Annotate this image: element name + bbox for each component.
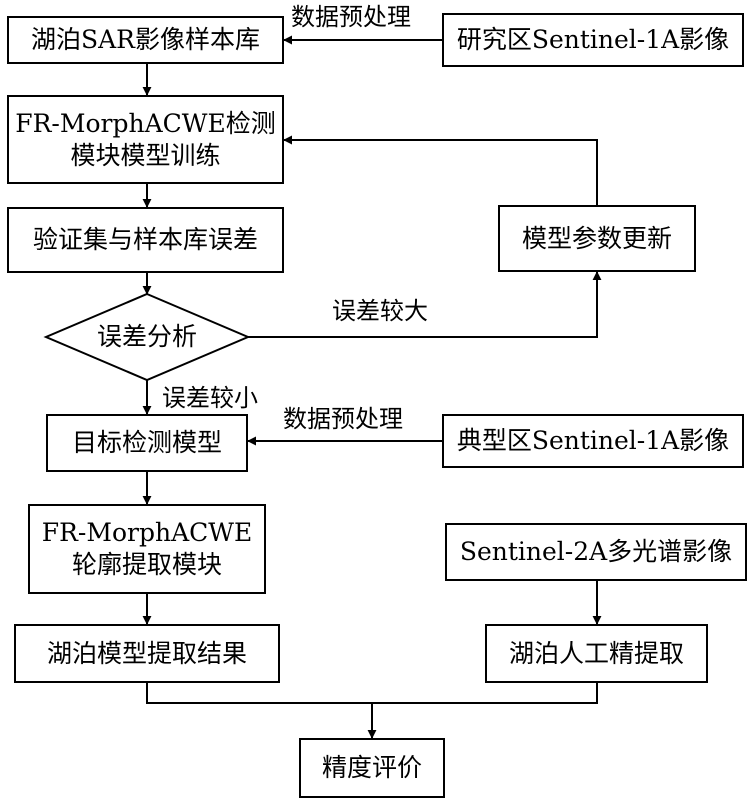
training-label-line1: FR-MorphACWE检测 xyxy=(15,108,276,138)
study-area-image-label: 研究区Sentinel-1A影像 xyxy=(456,25,730,54)
arrow-analysis-to-update xyxy=(248,271,602,338)
s2-image-box: Sentinel-2A多光谱影像 xyxy=(445,523,747,581)
param-update-label: 模型参数更新 xyxy=(521,223,672,253)
training-label-line2: 模块模型训练 xyxy=(70,140,221,170)
edge-label-preprocess-mid: 数据预处理 xyxy=(283,405,403,433)
accuracy-box: 精度评价 xyxy=(299,738,445,798)
line-manual-to-merge xyxy=(372,683,598,704)
contour-module-box: FR-MorphACWE 轮廓提取模块 xyxy=(28,504,266,594)
manual-extraction-label: 湖泊人工精提取 xyxy=(508,638,684,668)
s2-image-label: Sentinel-2A多光谱影像 xyxy=(459,537,733,566)
model-result-box: 湖泊模型提取结果 xyxy=(14,624,280,683)
sample-library-label: 湖泊SAR影像样本库 xyxy=(30,25,260,54)
study-area-image-box: 研究区Sentinel-1A影像 xyxy=(442,13,744,67)
edge-label-error-small: 误差较小 xyxy=(162,384,258,412)
accuracy-label: 精度评价 xyxy=(321,753,422,782)
line-result-to-merge xyxy=(146,683,372,704)
edge-label-error-large: 误差较大 xyxy=(332,297,428,325)
param-update-box: 模型参数更新 xyxy=(498,205,696,272)
target-model-label: 目标检测模型 xyxy=(71,428,222,457)
model-result-label: 湖泊模型提取结果 xyxy=(46,638,247,668)
contour-module-label-line2: 轮廓提取模块 xyxy=(71,550,222,579)
typical-area-image-label: 典型区Sentinel-1A影像 xyxy=(456,426,730,455)
error-analysis-label: 误差分析 xyxy=(96,322,197,351)
edge-label-preprocess-top: 数据预处理 xyxy=(291,3,411,31)
contour-module-label-line1: FR-MorphACWE xyxy=(41,518,253,547)
sample-library-box: 湖泊SAR影像样本库 xyxy=(7,16,284,64)
error-analysis-diamond xyxy=(43,292,251,382)
manual-extraction-box: 湖泊人工精提取 xyxy=(485,624,708,683)
typical-area-image-box: 典型区Sentinel-1A影像 xyxy=(442,414,744,468)
validation-error-label: 验证集与样本库误差 xyxy=(32,225,258,254)
training-box: FR-MorphACWE检测 模块模型训练 xyxy=(7,95,284,184)
validation-error-box: 验证集与样本库误差 xyxy=(7,207,284,273)
target-model-box: 目标检测模型 xyxy=(46,414,248,472)
arrow-update-to-training xyxy=(283,135,598,205)
